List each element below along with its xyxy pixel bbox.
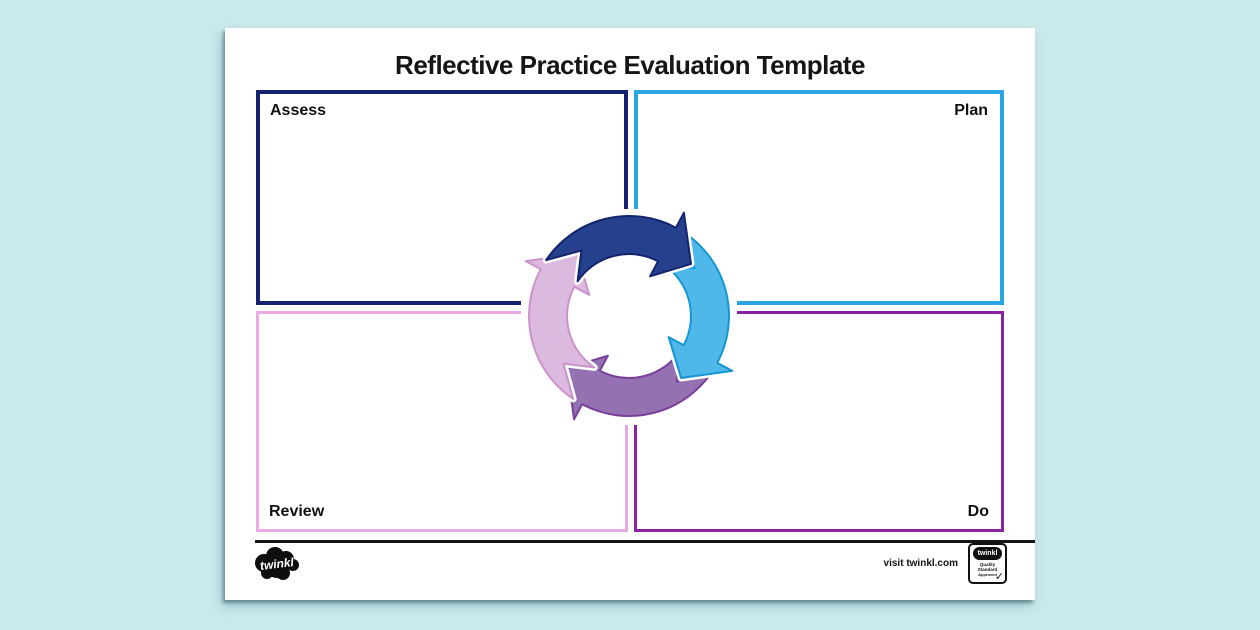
- badge-line2: Approved: [978, 572, 997, 577]
- footer-divider: [255, 540, 1035, 543]
- quality-badge: twinkl Quality Standard Approved ✓: [968, 543, 1007, 584]
- assess-label: Assess: [270, 102, 327, 119]
- twinkl-logo-icon: twinkl: [255, 547, 299, 580]
- visit-link-text[interactable]: visit twinkl.com: [883, 558, 958, 569]
- badge-line1: Quality Standard: [977, 562, 998, 572]
- review-label: Review: [269, 503, 325, 520]
- cycle-arrows-icon: [504, 191, 754, 441]
- worksheet-page: Reflective Practice Evaluation Template …: [225, 28, 1035, 600]
- plan-label: Plan: [954, 102, 988, 119]
- assess-box[interactable]: Assess: [256, 90, 628, 305]
- do-label: Do: [967, 503, 989, 520]
- svg-text:twinkl: twinkl: [259, 555, 295, 573]
- badge-twinkl-cloud-icon: twinkl: [973, 547, 1002, 560]
- badge-check-icon: ✓: [994, 571, 1004, 583]
- page-title: Reflective Practice Evaluation Template: [395, 50, 865, 80]
